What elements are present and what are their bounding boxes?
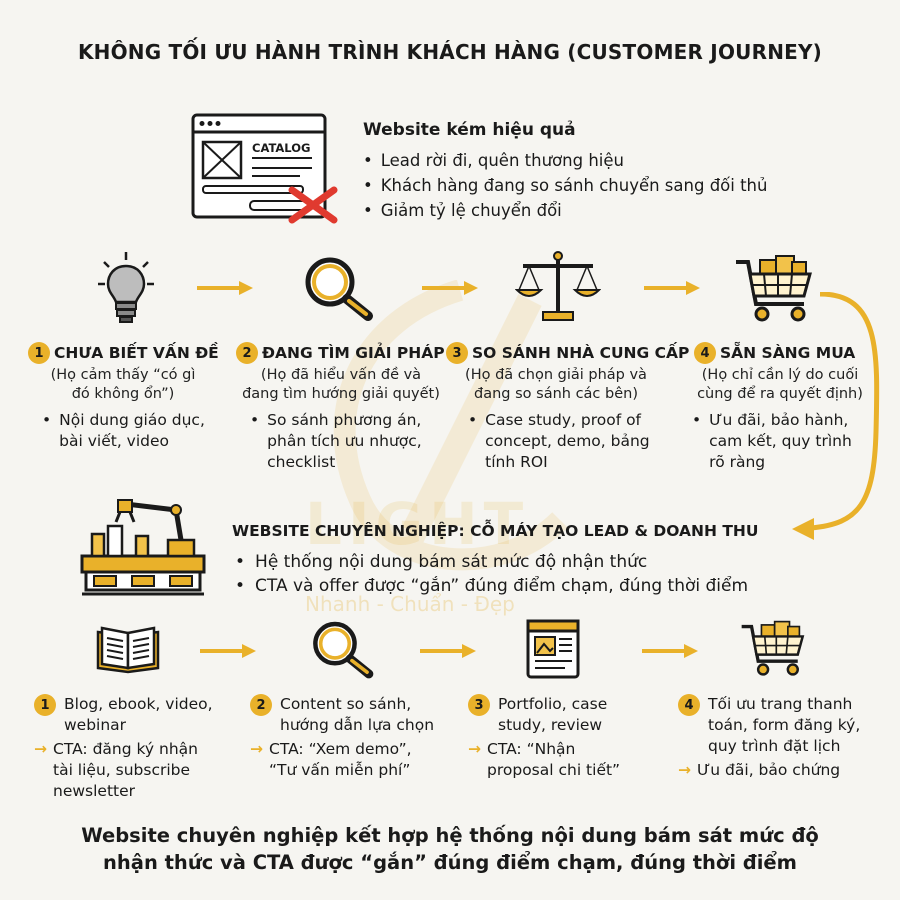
step-number: 4 — [694, 342, 716, 364]
portfolio-document-icon — [526, 619, 580, 679]
stage-description: (Họ cảm thấy “có gì đó không ổn”) — [50, 367, 196, 402]
stage-bullet: • So sánh phương án,phân tích ưu nhược,c… — [250, 411, 422, 471]
stage-description: (Họ đã chọn giải pháp và đang so sánh cá… — [465, 367, 647, 402]
list-item: Lead rời đi, quên thương hiệu — [363, 148, 767, 173]
step-number: 1 — [28, 342, 50, 364]
open-book-icon — [96, 626, 160, 674]
magnifier-icon — [313, 621, 374, 679]
lightbulb-icon — [98, 252, 154, 323]
arrow-icon: → — [678, 761, 691, 779]
arrow-icon: → — [34, 740, 47, 758]
pro-website-list: Hệ thống nội dung bám sát mức độ nhận th… — [235, 550, 748, 598]
arrow-right-icon — [197, 281, 253, 295]
arrow-right-icon — [422, 281, 478, 295]
list-item: Giảm tỷ lệ chuyển đổi — [363, 198, 767, 223]
list-item: Hệ thống nội dung bám sát mức độ nhận th… — [235, 550, 748, 574]
arrow-right-icon — [200, 644, 256, 658]
arrow-right-icon — [642, 644, 698, 658]
arrow-right-icon — [420, 644, 476, 658]
step-number: 3 — [468, 694, 490, 716]
solution-2: 2 Content so sánh,hướng dẫn lựa chọn → C… — [250, 694, 435, 779]
stage-description: (Họ đã hiểu vấn đề và đang tìm hướng giả… — [242, 367, 440, 402]
poor-website-list: Lead rời đi, quên thương hiệu Khách hàng… — [363, 148, 768, 223]
arrow-icon: → — [250, 740, 263, 758]
footer-summary: Website chuyên nghiệp kết hợp hệ thống n… — [81, 824, 819, 874]
solution-1: 1 Blog, ebook, video,webinar → CTA: đăng… — [34, 694, 213, 800]
poor-website-title: Website kém hiệu quả — [363, 120, 576, 140]
magnifier-icon — [305, 257, 373, 321]
arrow-icon: → — [468, 740, 481, 758]
scale-icon — [515, 251, 601, 321]
cart-icon — [741, 620, 805, 676]
cart-icon — [736, 255, 812, 322]
step-number: 2 — [236, 342, 258, 364]
arrow-right-icon — [644, 281, 700, 295]
step-number: 4 — [678, 694, 700, 716]
catalog-label: CATALOG — [252, 141, 311, 155]
curved-arrow-icon — [792, 292, 880, 540]
list-item: Khách hàng đang so sánh chuyển sang đối … — [363, 173, 768, 198]
step-number: 3 — [446, 342, 468, 364]
list-item: CTA và offer được “gắn” đúng điểm chạm, … — [235, 574, 748, 598]
step-number: 2 — [250, 694, 272, 716]
factory-machine-icon — [80, 499, 206, 596]
pro-website-title: WEBSITE CHUYÊN NGHIỆP: CỖ MÁY TẠO LEAD &… — [232, 522, 759, 540]
stage-bullet: • Nội dung giáo dục,bài viết, video — [42, 411, 205, 450]
stage-description: (Họ chỉ cần lý do cuối cùng để ra quyết … — [697, 367, 863, 402]
page-title: KHÔNG TỐI ƯU HÀNH TRÌNH KHÁCH HÀNG (CUST… — [77, 40, 823, 64]
step-number: 1 — [34, 694, 56, 716]
watermark-brand: LIGHT — [305, 490, 530, 558]
catalog-browser-icon — [191, 113, 338, 224]
